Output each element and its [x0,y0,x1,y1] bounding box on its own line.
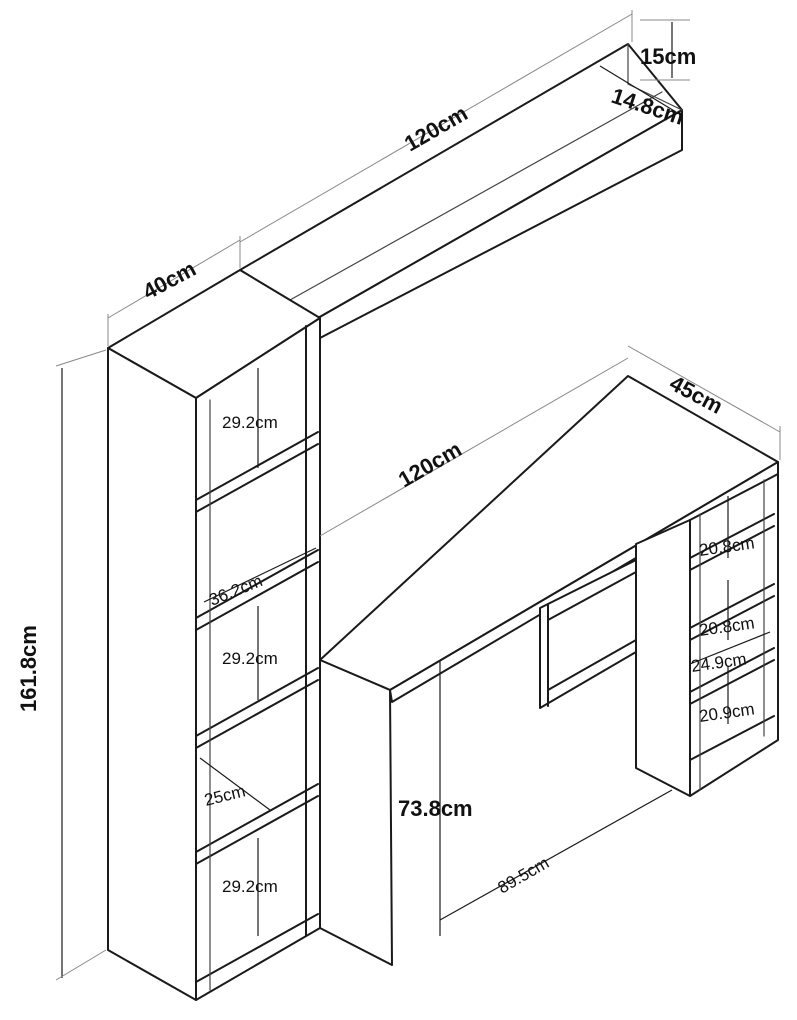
desk-left-leg [319,659,393,966]
desk [319,375,779,966]
label-bookcase-shelf-1: 29.2cm [222,413,278,432]
dimension-lines [55,10,781,981]
label-shelf-height: 15cm [640,44,696,69]
bookcase-side [107,347,197,1001]
bookcase [107,269,321,1001]
label-desk-length: 120cm [394,436,466,492]
label-bookcase-shelf-2: 29.2cm [222,649,278,668]
label-bookcase-shelf-4: 29.2cm [222,877,278,896]
label-bookcase-width: 40cm [139,256,200,304]
label-leg-space: 89.5cm [495,853,553,897]
label-desk-height: 73.8cm [398,796,473,821]
label-total-height: 161.8cm [16,625,41,712]
desk-right-panel [635,519,691,797]
